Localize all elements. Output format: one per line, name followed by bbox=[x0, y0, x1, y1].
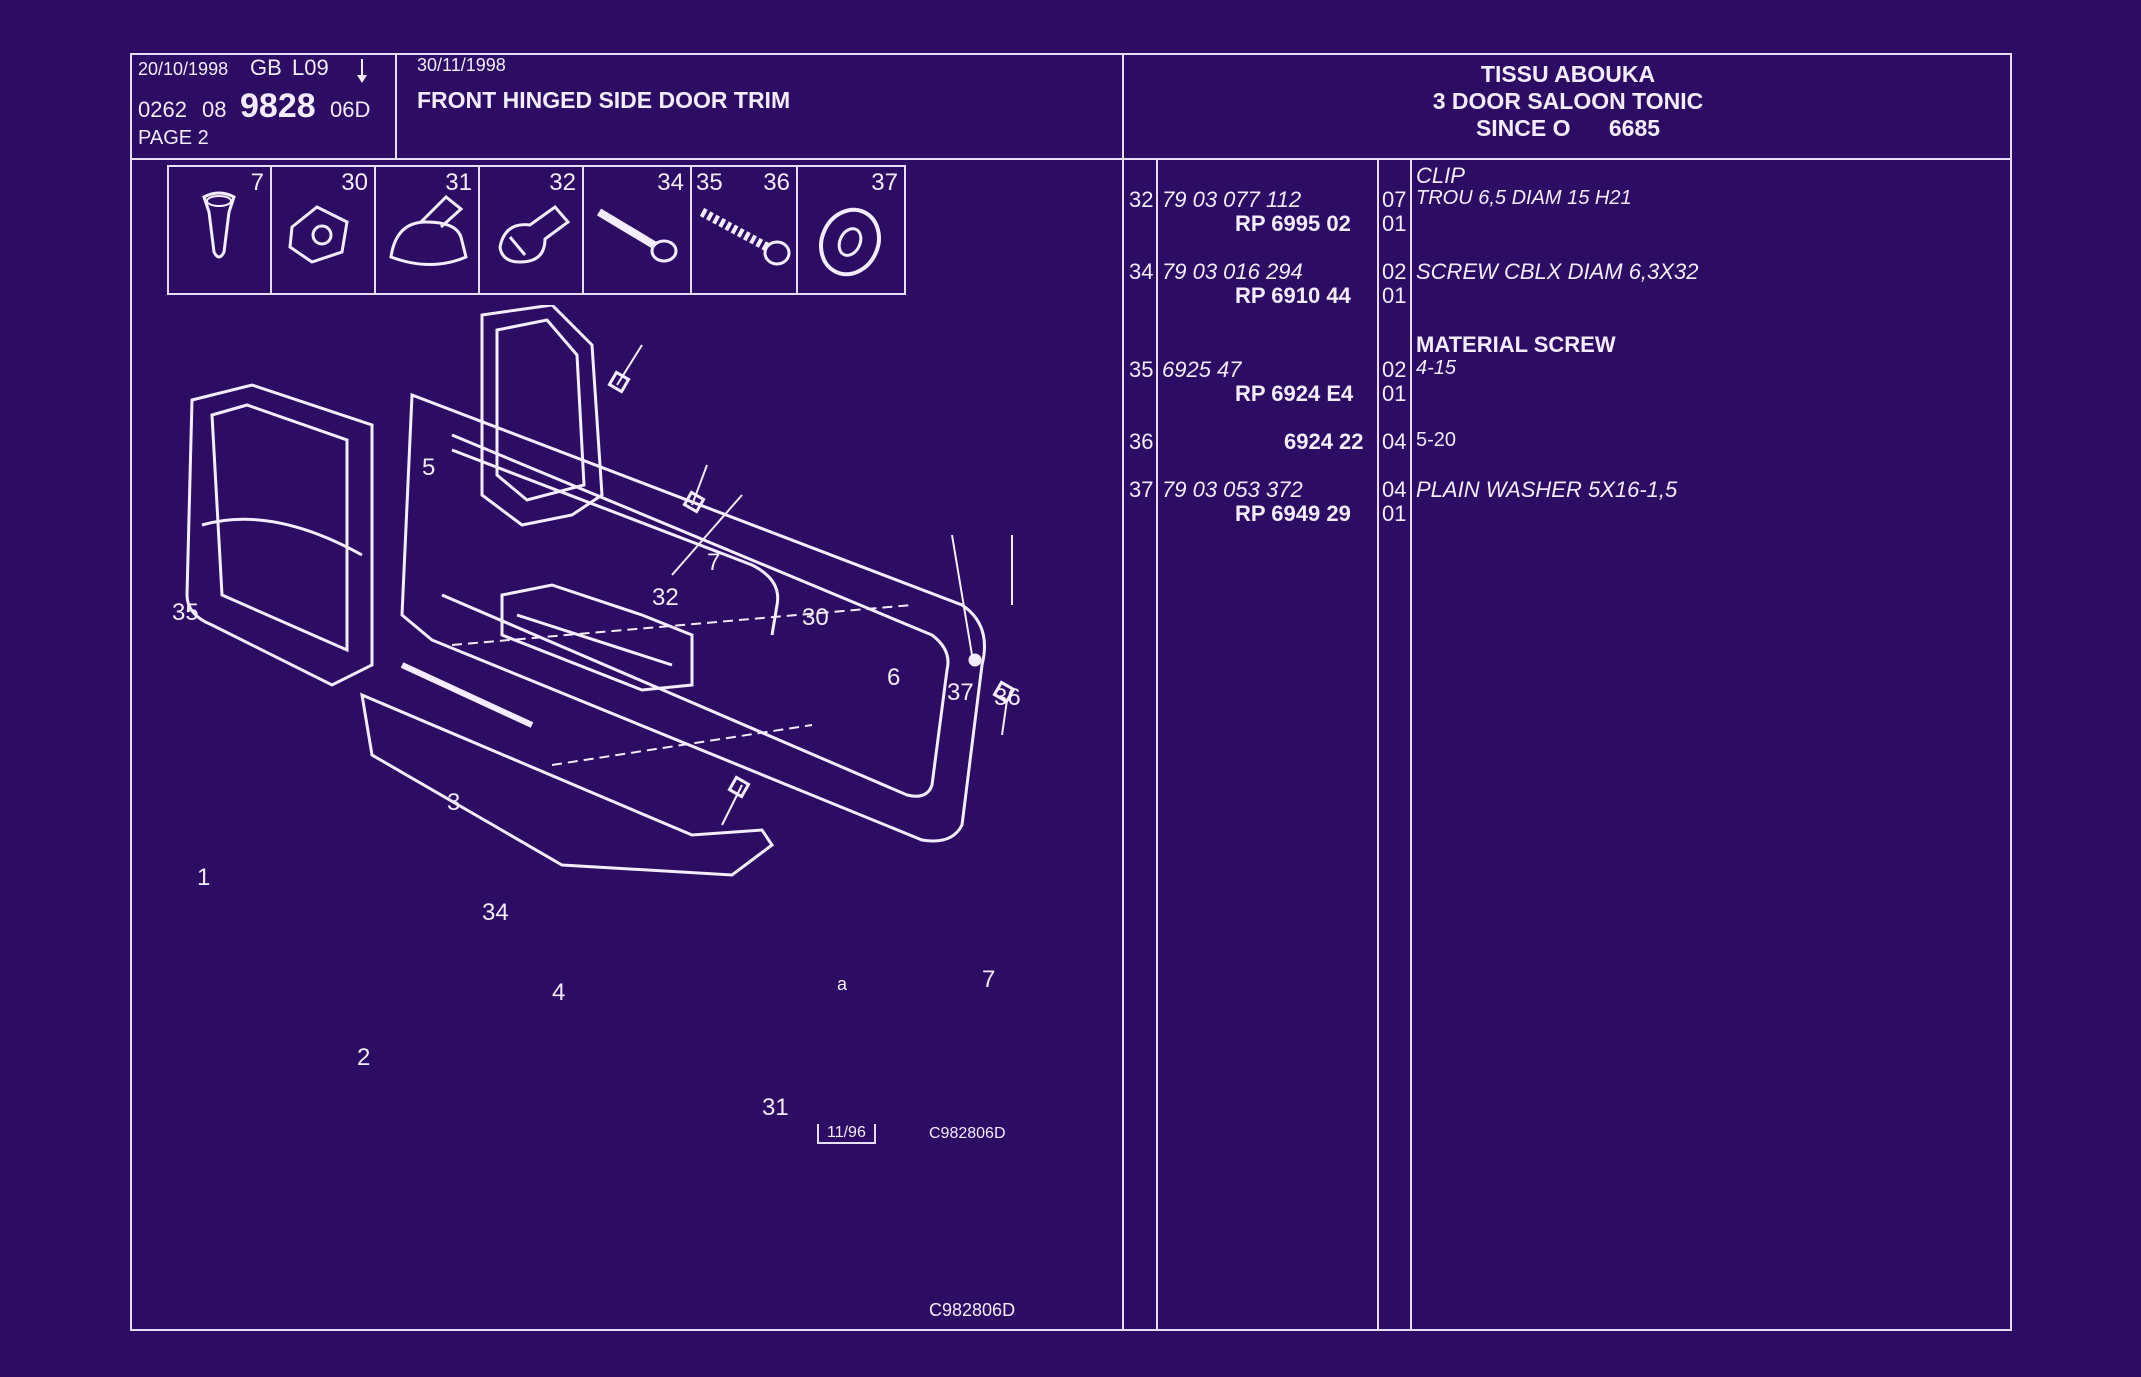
part-box-30: 30 bbox=[272, 167, 376, 293]
header-reference-block: 20/10/1998 GB L09 0262 08 9828 06D PAGE … bbox=[132, 55, 397, 160]
tapping-screw-icon bbox=[699, 208, 791, 266]
ref-mid: 08 bbox=[202, 97, 227, 122]
callout-label: 1 bbox=[197, 864, 210, 891]
variant-line-2: 3 DOOR SALOON TONIC bbox=[1432, 88, 1704, 114]
part-number: 79 03 053 372 bbox=[1162, 477, 1303, 502]
push-rivet-icon bbox=[389, 194, 468, 266]
item-ref: 34 bbox=[1129, 259, 1154, 284]
rp-quantity: 01 bbox=[1382, 381, 1407, 406]
since-label: SINCE O bbox=[1475, 115, 1571, 141]
door-trim-exploded-diagram: 5 32 7 35 30 6 37 36 3 1 34 4 7 2 31 a bbox=[172, 305, 1021, 1121]
callout-label: 3 bbox=[447, 789, 460, 816]
divider-main bbox=[1122, 160, 1124, 1329]
rp-number: RP 6949 29 bbox=[1235, 501, 1351, 526]
ref-prefix: 0262 bbox=[138, 97, 187, 122]
washer-icon bbox=[819, 207, 881, 277]
language-code: GB bbox=[250, 55, 282, 80]
part-box-31: 31 bbox=[376, 167, 480, 293]
part-description: CLIP bbox=[1416, 163, 1465, 188]
sheet-code: C982806D bbox=[929, 1300, 1016, 1320]
fastener-icon-strip: 7 30 31 32 bbox=[167, 165, 906, 295]
divider-ref-col bbox=[1156, 160, 1158, 1329]
callout-label: 2 bbox=[357, 1044, 370, 1071]
issue-date: 20/10/1998 bbox=[138, 59, 229, 79]
callout-label: 34 bbox=[482, 899, 509, 926]
callout-label: 35 bbox=[172, 599, 199, 626]
rp-number: RP 6995 02 bbox=[1235, 211, 1351, 236]
part-box-35-36: 35 36 bbox=[692, 167, 798, 293]
part-number: 79 03 016 294 bbox=[1162, 259, 1303, 284]
rp-quantity: 01 bbox=[1382, 283, 1407, 308]
rp-quantity: 01 bbox=[1382, 501, 1407, 526]
callout-label: 4 bbox=[552, 979, 565, 1006]
quantity: 02 bbox=[1382, 259, 1407, 284]
ref-suffix: 06D bbox=[330, 97, 371, 122]
rp-quantity: 01 bbox=[1382, 211, 1407, 236]
header-variant-block: TISSU ABOUKA 3 DOOR SALOON TONIC SINCE O… bbox=[1122, 55, 2012, 160]
part-box-34: 34 bbox=[584, 167, 692, 293]
item-ref: 32 bbox=[1129, 187, 1154, 212]
divider-num-col bbox=[1377, 160, 1379, 1329]
part-number: 6925 47 bbox=[1162, 357, 1242, 382]
callout-label: 7 bbox=[707, 549, 720, 576]
level-code: L09 bbox=[292, 55, 329, 80]
clip-icon bbox=[202, 191, 236, 259]
item-ref: 36 bbox=[1129, 429, 1154, 454]
quantity: 04 bbox=[1382, 429, 1407, 454]
part-box-7: 7 bbox=[169, 167, 272, 293]
part-box-32: 32 bbox=[480, 167, 584, 293]
page-number: PAGE 2 bbox=[138, 127, 209, 149]
callout-label: 6 bbox=[887, 664, 900, 691]
revision-stamp: 11/96 bbox=[817, 1124, 876, 1144]
part-box-37: 37 bbox=[798, 167, 904, 293]
callout-label: 31 bbox=[762, 1094, 789, 1121]
down-arrow-icon bbox=[357, 59, 367, 83]
part-description: 5-20 bbox=[1416, 429, 1457, 451]
callout-label: 36 bbox=[994, 684, 1021, 711]
variant-line-1: TISSU ABOUKA bbox=[1480, 61, 1656, 87]
rp-number: RP 6910 44 bbox=[1235, 283, 1351, 308]
callout-label: 37 bbox=[947, 679, 974, 706]
part-description: PLAIN WASHER 5X16-1,5 bbox=[1416, 477, 1678, 502]
retainer-icon bbox=[288, 205, 349, 264]
part-description: SCREW CBLX DIAM 6,3X32 bbox=[1416, 259, 1699, 284]
header-title-block: 30/11/1998 FRONT HINGED SIDE DOOR TRIM bbox=[397, 55, 1122, 160]
quantity: 02 bbox=[1382, 357, 1407, 382]
parts-sheet-frame: 20/10/1998 GB L09 0262 08 9828 06D PAGE … bbox=[130, 53, 2012, 1331]
callout-label: 7 bbox=[982, 966, 995, 993]
part-description: 4-15 bbox=[1416, 357, 1457, 379]
divider-qty-col bbox=[1410, 160, 1412, 1329]
callout-label: 32 bbox=[652, 584, 679, 611]
item-ref: 35 bbox=[1129, 357, 1154, 382]
callout-label: 5 bbox=[422, 454, 435, 481]
callout-label: 30 bbox=[802, 604, 829, 631]
since-value: 6685 bbox=[1608, 115, 1661, 141]
screw-icon bbox=[596, 208, 678, 263]
quantity: 04 bbox=[1382, 477, 1407, 502]
rp-number: RP 6924 E4 bbox=[1235, 381, 1354, 406]
drawing-code: C982806D bbox=[929, 1125, 1006, 1142]
quantity: 07 bbox=[1382, 187, 1407, 212]
screw-clip-icon bbox=[498, 204, 571, 264]
variant-line-3: SINCE O 6685 bbox=[1124, 115, 2012, 142]
part-description-heading: MATERIAL SCREW bbox=[1416, 332, 1616, 357]
ref-main: 9828 bbox=[240, 87, 316, 125]
revision-date: 30/11/1998 bbox=[417, 55, 506, 75]
item-ref: 37 bbox=[1129, 477, 1154, 502]
part-number: 79 03 077 112 bbox=[1162, 187, 1302, 212]
page-title: FRONT HINGED SIDE DOOR TRIM bbox=[417, 87, 791, 113]
callout-label: a bbox=[837, 974, 848, 994]
part-number: 6924 22 bbox=[1284, 429, 1364, 454]
part-description-detail: TROU 6,5 DIAM 15 H21 bbox=[1416, 187, 1632, 209]
